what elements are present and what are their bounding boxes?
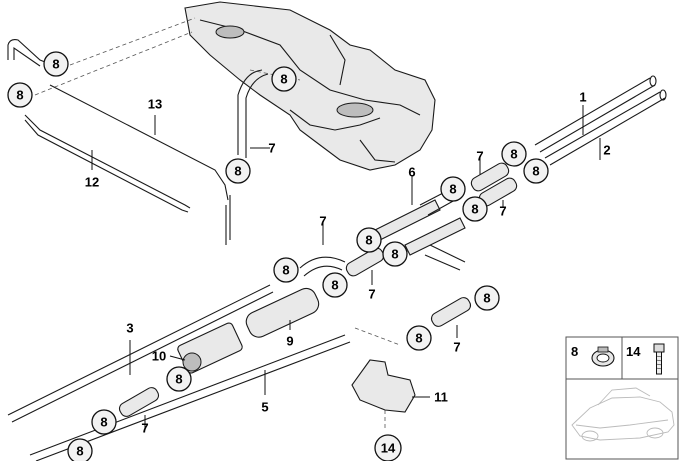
label-3: 3 xyxy=(126,321,133,336)
callout-8: 8 xyxy=(273,257,299,283)
hose-7-upper xyxy=(237,69,269,158)
manifold-6 xyxy=(374,191,466,271)
callout-8: 8 xyxy=(474,285,500,311)
inset-label-8: 8 xyxy=(571,344,578,359)
callout-8: 8 xyxy=(382,241,408,267)
pipes-1-2 xyxy=(534,75,667,166)
svg-text:8: 8 xyxy=(52,57,59,72)
car-silhouette-icon xyxy=(571,387,675,442)
svg-text:14: 14 xyxy=(381,441,396,456)
callout-8: 8 xyxy=(440,176,466,202)
callout-8: 8 xyxy=(322,272,348,298)
hose-7 xyxy=(430,297,472,327)
hose-7 xyxy=(470,162,510,192)
pipe-5 xyxy=(29,334,351,461)
reference-line xyxy=(69,17,196,66)
svg-text:8: 8 xyxy=(510,147,517,162)
fuel-filter-9 xyxy=(177,287,320,374)
svg-text:8: 8 xyxy=(471,202,478,217)
callout-14: 14 xyxy=(374,434,402,461)
callout-8: 8 xyxy=(43,51,69,77)
svg-text:8: 8 xyxy=(280,72,287,87)
callout-8: 8 xyxy=(67,438,93,461)
inset-label-14: 14 xyxy=(626,344,641,359)
callout-8: 8 xyxy=(501,141,527,167)
pipe-3 xyxy=(7,284,274,423)
label-11: 11 xyxy=(434,390,448,405)
hose-7 xyxy=(345,247,385,277)
callout-8: 8 xyxy=(166,366,192,392)
label-2: 2 xyxy=(603,143,610,158)
hose-7 xyxy=(118,387,160,417)
label-1: 1 xyxy=(579,90,586,105)
svg-text:8: 8 xyxy=(331,278,338,293)
callout-8: 8 xyxy=(271,66,297,92)
reference-line xyxy=(354,327,401,346)
svg-text:8: 8 xyxy=(483,291,490,306)
label-7: 7 xyxy=(268,141,275,156)
bracket-11 xyxy=(351,359,416,413)
screw-icon xyxy=(653,343,665,375)
label-9: 9 xyxy=(286,334,293,349)
label-10: 10 xyxy=(152,349,166,364)
svg-text:8: 8 xyxy=(391,247,398,262)
label-7: 7 xyxy=(368,287,375,302)
callout-8: 8 xyxy=(7,82,33,108)
callout-8: 8 xyxy=(462,196,488,222)
fuel-tank xyxy=(184,1,436,171)
callout-8: 8 xyxy=(356,227,382,253)
label-7: 7 xyxy=(476,149,483,164)
hose-7-curved xyxy=(299,256,346,277)
callout-8: 8 xyxy=(91,409,117,435)
hose-clamp-icon xyxy=(591,346,615,367)
label-7: 7 xyxy=(499,204,506,219)
svg-text:8: 8 xyxy=(532,164,539,179)
label-13: 13 xyxy=(148,97,162,112)
callout-8: 8 xyxy=(406,325,432,351)
svg-text:8: 8 xyxy=(175,372,182,387)
vent-line-assembly xyxy=(7,39,231,245)
reference-line xyxy=(34,31,193,96)
leader-lines xyxy=(91,105,601,428)
svg-text:8: 8 xyxy=(415,331,422,346)
label-7: 7 xyxy=(453,340,460,355)
label-6: 6 xyxy=(408,165,415,180)
callout-8: 8 xyxy=(523,158,549,184)
callout-8: 8 xyxy=(225,158,251,184)
label-7: 7 xyxy=(319,214,326,229)
svg-text:8: 8 xyxy=(449,182,456,197)
svg-text:8: 8 xyxy=(100,415,107,430)
svg-text:8: 8 xyxy=(282,263,289,278)
inset-panel: 8 14 xyxy=(565,336,679,460)
svg-text:8: 8 xyxy=(76,444,83,459)
svg-text:8: 8 xyxy=(234,164,241,179)
svg-text:8: 8 xyxy=(16,88,23,103)
label-7: 7 xyxy=(141,421,148,436)
label-12: 12 xyxy=(85,175,99,190)
svg-text:8: 8 xyxy=(365,233,372,248)
label-5: 5 xyxy=(261,400,268,415)
